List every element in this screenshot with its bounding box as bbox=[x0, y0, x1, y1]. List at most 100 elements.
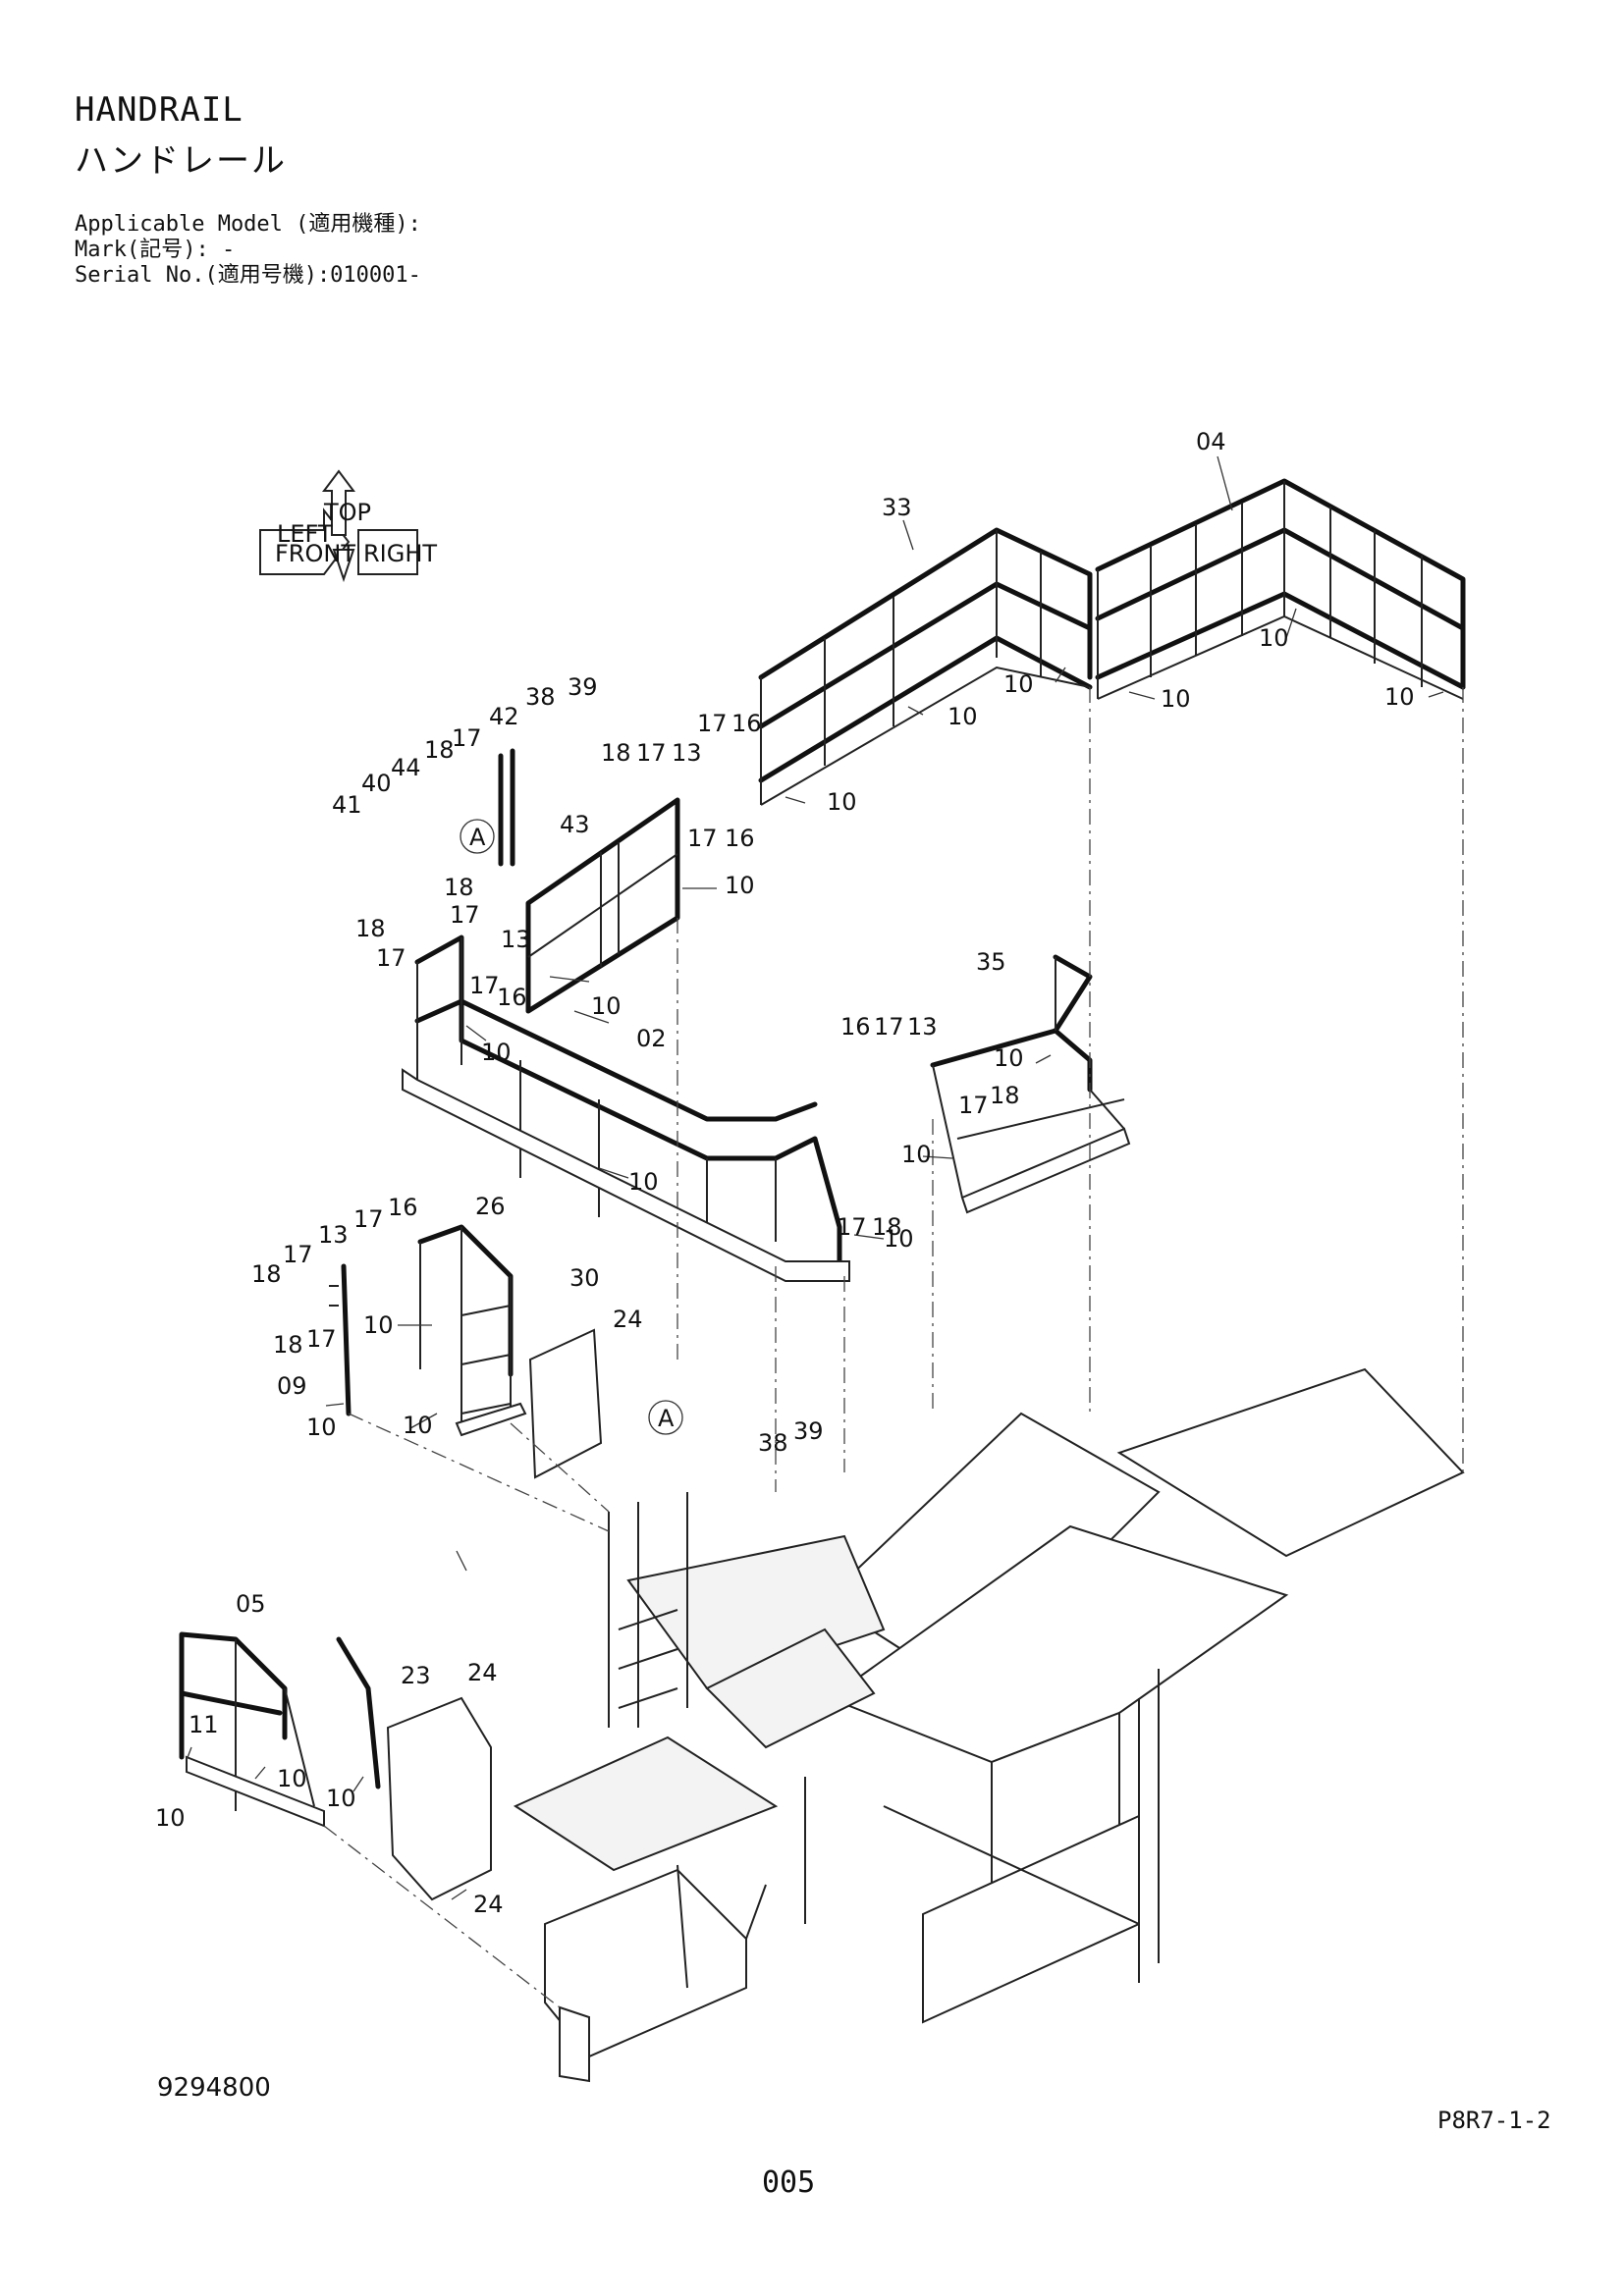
page-number: 005 bbox=[762, 2165, 816, 2200]
orientation-icon: FRONT RIGHT LEFT TOP bbox=[259, 469, 437, 583]
title-english: HANDRAIL bbox=[75, 90, 244, 130]
callout-18-a: 18 bbox=[424, 736, 455, 764]
callout-17-d: 17 bbox=[687, 825, 718, 852]
callout-10-a: 10 bbox=[1259, 624, 1289, 652]
callout-16-b: 16 bbox=[725, 825, 755, 852]
handrail-35 bbox=[930, 954, 1131, 1214]
applicable-model: Applicable Model (適用機種): bbox=[75, 212, 421, 237]
callout-18-h: 18 bbox=[273, 1331, 303, 1359]
callout-16-a: 16 bbox=[731, 710, 762, 737]
callout-39-top: 39 bbox=[568, 673, 598, 701]
callout-05: 05 bbox=[236, 1590, 266, 1618]
detail-marker-a-lower-label: A bbox=[658, 1405, 675, 1432]
serial-number: Serial No.(適用号機):010001- bbox=[75, 263, 421, 288]
callout-11: 11 bbox=[189, 1711, 219, 1738]
callout-17-k: 17 bbox=[353, 1205, 384, 1233]
panel-23 bbox=[386, 1696, 492, 1901]
callout-17-b: 17 bbox=[636, 739, 667, 767]
callout-10-l: 10 bbox=[901, 1141, 932, 1168]
orientation-front-label: FRONT bbox=[275, 540, 355, 567]
callout-10-d: 10 bbox=[1384, 683, 1415, 711]
callout-17-a: 17 bbox=[452, 724, 482, 752]
orientation-top-label: TOP bbox=[323, 499, 371, 526]
handrail-26 bbox=[417, 1224, 527, 1437]
callout-13-a: 13 bbox=[672, 739, 702, 767]
platform-structure bbox=[513, 1367, 1465, 2083]
handrail-43 bbox=[525, 797, 680, 1014]
callout-10-q: 10 bbox=[277, 1765, 307, 1792]
callout-17-l: 17 bbox=[283, 1241, 313, 1268]
callout-02: 02 bbox=[636, 1025, 667, 1052]
callout-10-p: 10 bbox=[403, 1412, 433, 1439]
title-japanese: ハンドレール bbox=[75, 141, 287, 181]
callout-44: 44 bbox=[391, 754, 421, 781]
callout-leaders bbox=[186, 455, 1444, 1900]
detail-marker-a-upper-label: A bbox=[469, 824, 486, 851]
handrail-05 bbox=[179, 1631, 381, 1828]
post-42 bbox=[498, 748, 515, 867]
callout-17-g: 17 bbox=[469, 972, 500, 999]
callout-10-j: 10 bbox=[628, 1168, 659, 1196]
handrail-04 bbox=[1095, 478, 1466, 700]
callout-16-d: 16 bbox=[840, 1013, 871, 1041]
callout-10-r: 10 bbox=[326, 1785, 356, 1812]
callout-17-h: 17 bbox=[874, 1013, 904, 1041]
callout-26: 26 bbox=[475, 1193, 506, 1220]
callout-16-c: 16 bbox=[497, 984, 527, 1011]
callout-10-k: 10 bbox=[994, 1044, 1024, 1072]
callout-18-d: 18 bbox=[355, 915, 386, 942]
callout-24-b: 24 bbox=[467, 1659, 498, 1686]
callout-17-c: 17 bbox=[697, 710, 728, 737]
callout-42: 42 bbox=[489, 703, 519, 730]
callout-39-mid: 39 bbox=[793, 1417, 824, 1445]
post-09 bbox=[329, 1263, 352, 1416]
callout-10-e: 10 bbox=[947, 703, 978, 730]
page-code: P8R7-1-2 bbox=[1437, 2107, 1551, 2134]
drawing-number: 9294800 bbox=[157, 2073, 271, 2103]
detail-marker-a-upper: A bbox=[460, 819, 495, 854]
leader-dashes bbox=[323, 687, 1464, 2008]
callout-10-n: 10 bbox=[363, 1311, 394, 1339]
callout-43: 43 bbox=[560, 811, 590, 838]
callout-17-f: 17 bbox=[376, 944, 406, 972]
callout-17-m: 17 bbox=[306, 1325, 337, 1353]
callout-18-g: 18 bbox=[251, 1260, 282, 1288]
handrail-33 bbox=[758, 527, 1093, 806]
detail-marker-a-lower: A bbox=[648, 1400, 683, 1435]
callout-18-f: 18 bbox=[872, 1213, 902, 1241]
callout-17-j: 17 bbox=[837, 1213, 867, 1241]
callout-30: 30 bbox=[569, 1264, 600, 1292]
callout-04: 04 bbox=[1196, 428, 1226, 455]
callout-10-f: 10 bbox=[827, 788, 857, 816]
callout-13-d: 13 bbox=[318, 1221, 349, 1249]
callout-38-top: 38 bbox=[525, 683, 556, 711]
callout-23: 23 bbox=[401, 1662, 431, 1689]
callout-40: 40 bbox=[361, 770, 392, 797]
callout-10-i: 10 bbox=[481, 1039, 512, 1066]
orientation-left-label: LEFT bbox=[277, 520, 333, 548]
callout-38-mid: 38 bbox=[758, 1429, 788, 1457]
orientation-right-label: RIGHT bbox=[363, 540, 437, 567]
callout-17-e: 17 bbox=[450, 901, 480, 929]
callout-10-o: 10 bbox=[306, 1414, 337, 1441]
callouts: 04 33 10 10 10 10 10 10 39 38 42 17 18 4… bbox=[155, 428, 1415, 1918]
callout-10-b: 10 bbox=[1003, 670, 1034, 698]
callout-24-a: 24 bbox=[613, 1306, 643, 1333]
callout-13-b: 13 bbox=[501, 926, 531, 953]
callout-41: 41 bbox=[332, 791, 362, 819]
callout-10-m: 10 bbox=[884, 1225, 914, 1253]
callout-18-b: 18 bbox=[601, 739, 631, 767]
callout-35: 35 bbox=[976, 948, 1006, 976]
callout-17-i: 17 bbox=[958, 1092, 989, 1119]
callout-13-c: 13 bbox=[907, 1013, 938, 1041]
callout-24-c: 24 bbox=[473, 1891, 504, 1918]
callout-10-g: 10 bbox=[725, 872, 755, 899]
callout-10-s: 10 bbox=[155, 1804, 186, 1832]
callout-18-c: 18 bbox=[444, 874, 474, 901]
mark: Mark(記号): - bbox=[75, 238, 236, 262]
callout-10-c: 10 bbox=[1161, 685, 1191, 713]
panel-30 bbox=[528, 1328, 603, 1479]
callout-09: 09 bbox=[277, 1372, 307, 1400]
handrail-02 bbox=[402, 934, 850, 1282]
